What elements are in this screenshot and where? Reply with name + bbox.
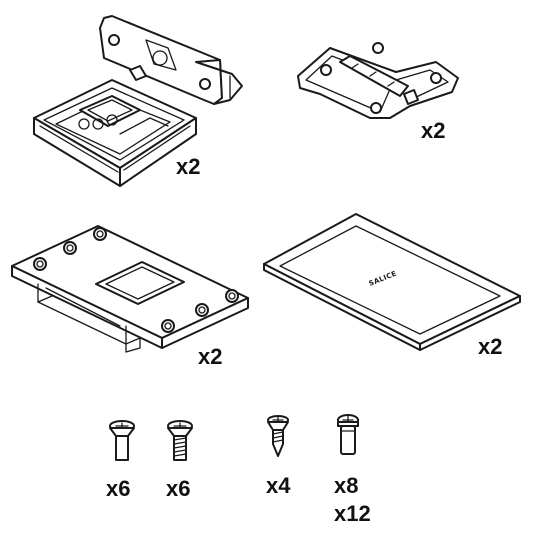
base-plate-illustration: SALICE bbox=[263, 213, 521, 351]
flat-head-screw-long-illustration bbox=[109, 420, 135, 461]
wood-screw-quantity: x4 bbox=[266, 473, 291, 498]
pan-head-screw-illustration bbox=[337, 414, 359, 455]
wood-screw-illustration bbox=[267, 415, 289, 457]
hinge-illustration bbox=[297, 42, 459, 119]
flat-head-screw-long-quantity: x6 bbox=[106, 476, 131, 501]
flat-head-screw-threaded-illustration bbox=[167, 420, 193, 461]
pan-head-screw-quantity: x8 bbox=[334, 473, 359, 498]
hinge-quantity: x2 bbox=[421, 118, 446, 143]
pan-head-screw-alt-quantity: x12 bbox=[334, 501, 371, 526]
mounting-bracket-illustration bbox=[11, 225, 249, 353]
flat-head-screw-threaded-quantity: x6 bbox=[166, 476, 191, 501]
mount-assembly-illustration bbox=[33, 15, 243, 187]
mount-assembly-quantity: x2 bbox=[176, 154, 201, 179]
base-plate-quantity: x2 bbox=[478, 334, 503, 359]
mounting-bracket-quantity: x2 bbox=[198, 344, 223, 369]
